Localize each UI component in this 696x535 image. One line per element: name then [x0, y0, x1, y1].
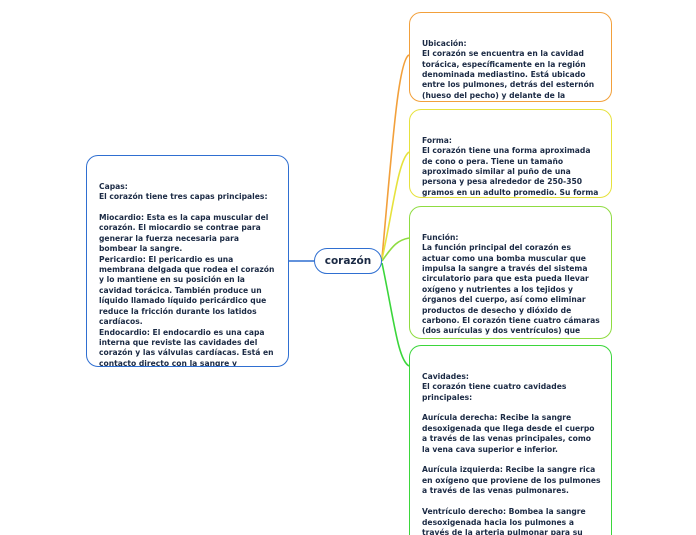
connector-lines: [289, 54, 410, 367]
topic-forma-text: Forma: El corazón tiene una forma aproxi…: [422, 135, 599, 197]
topic-capas[interactable]: Capas: El corazón tiene tres capas princ…: [86, 155, 289, 367]
topic-funcion-text: Función: La función principal del corazó…: [422, 232, 600, 338]
topic-funcion[interactable]: Función: La función principal del corazó…: [409, 206, 612, 339]
topic-capas-text: Capas: El corazón tiene tres capas princ…: [99, 181, 275, 367]
connector-ubicacion: [381, 54, 410, 259]
topic-ubicacion[interactable]: Ubicación: El corazón se encuentra en la…: [409, 12, 612, 102]
topic-forma[interactable]: Forma: El corazón tiene una forma aproxi…: [409, 109, 612, 198]
connector-cavidades: [381, 262, 410, 367]
topic-cavidades[interactable]: Cavidades: El corazón tiene cuatro cavid…: [409, 345, 612, 535]
topic-ubicacion-text: Ubicación: El corazón se encuentra en la…: [422, 38, 595, 100]
connector-forma: [381, 151, 410, 260]
connector-funcion: [381, 237, 410, 262]
central-topic-label: corazón: [324, 255, 372, 267]
central-topic[interactable]: corazón: [314, 248, 382, 274]
topic-cavidades-text: Cavidades: El corazón tiene cuatro cavid…: [422, 371, 601, 535]
